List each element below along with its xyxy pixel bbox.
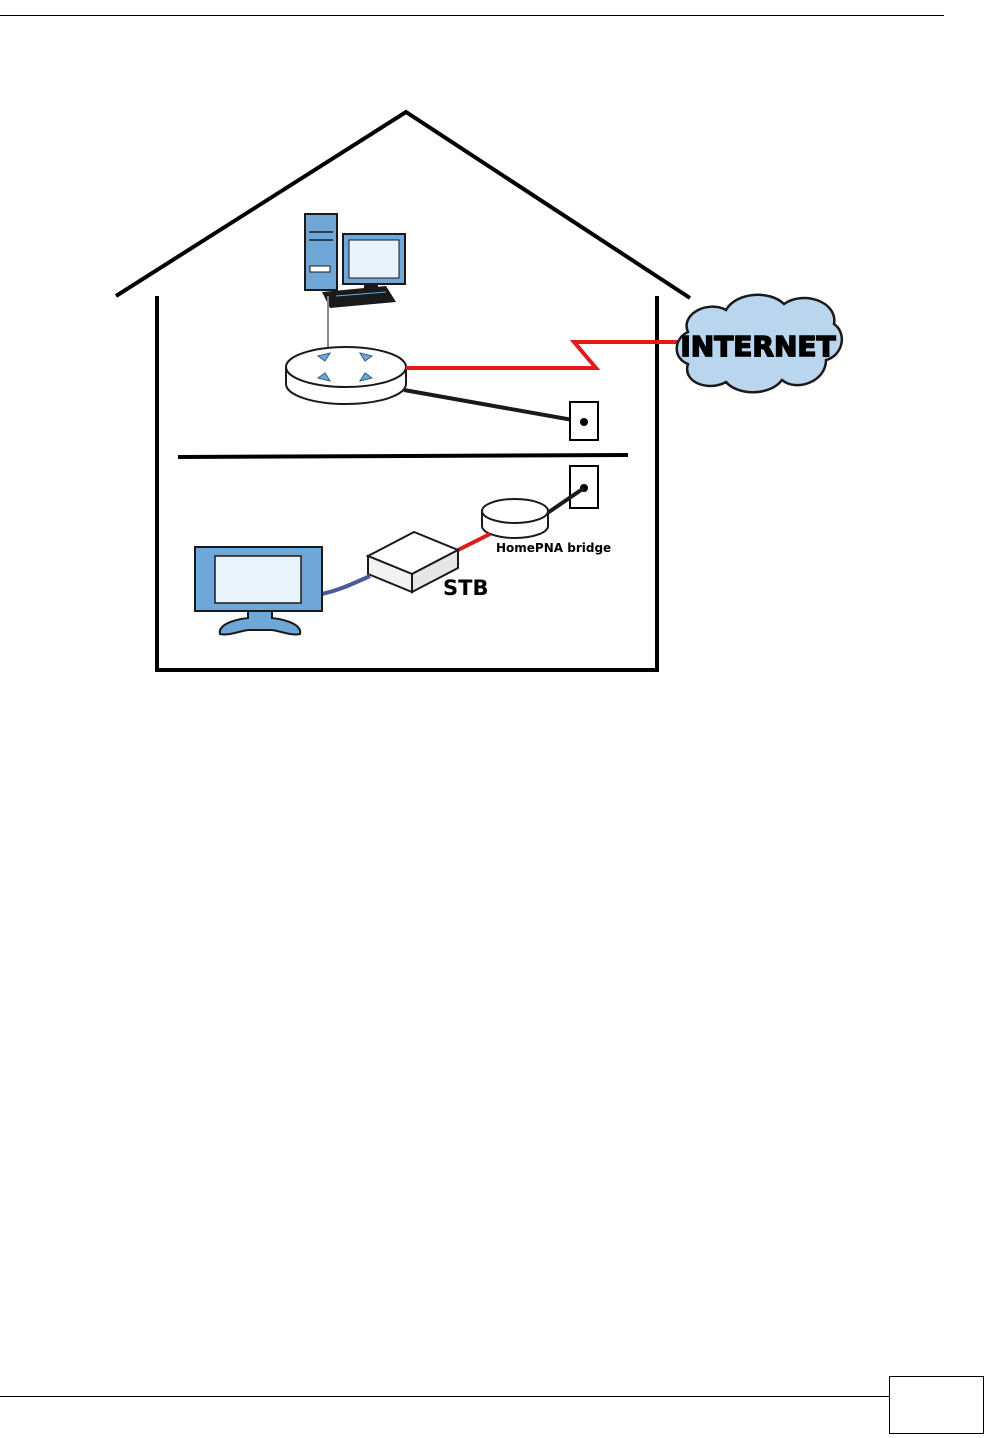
router-icon <box>286 347 406 404</box>
floor-divider <box>178 455 628 457</box>
homepna-bridge-icon <box>482 499 548 538</box>
cloud-label: INTERNET <box>680 330 835 363</box>
footer-rule <box>0 1396 889 1397</box>
router-phone-line <box>404 390 584 422</box>
wall-jack-upper <box>570 402 598 440</box>
tv-icon <box>195 547 322 635</box>
stb-label: STB <box>443 576 488 600</box>
stb-bridge-cable <box>458 534 490 550</box>
wan-link <box>406 342 680 368</box>
wall-jack-lower <box>570 466 598 508</box>
computer-icon <box>305 214 405 308</box>
tv-stb-cable <box>322 576 370 594</box>
bridge-label: HomePNA bridge <box>496 541 611 555</box>
page-number-box <box>889 1376 984 1434</box>
